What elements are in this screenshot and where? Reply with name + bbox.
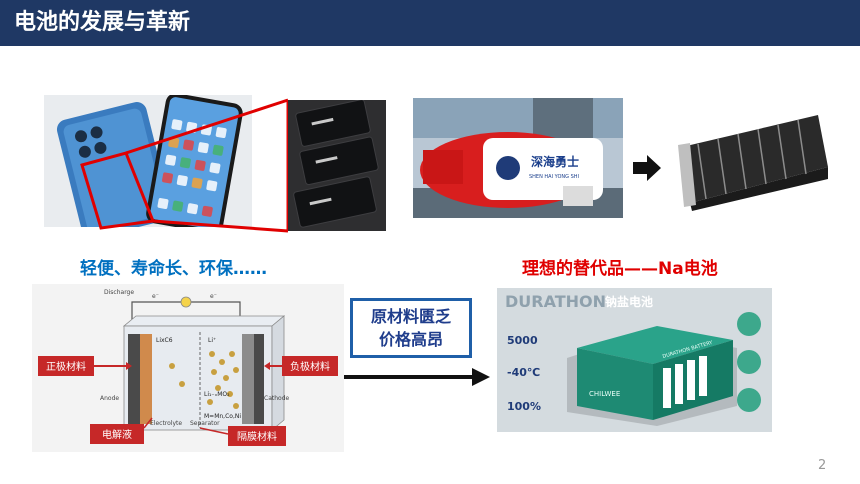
electron-right-label: e⁻: [210, 293, 217, 300]
submersible-image: 深海勇士 SHEN HAI YONG SHI: [413, 98, 623, 218]
discharge-label: Discharge: [104, 289, 134, 296]
electron-left-label: e⁻: [152, 293, 159, 300]
negative-material-label: 负极材料: [290, 360, 330, 373]
long-arrow-icon: [344, 368, 490, 386]
separator-label: Separator: [190, 420, 220, 427]
cost-line-2: 价格高昂: [378, 330, 443, 349]
title-bar: [0, 0, 860, 46]
advantages-caption: 轻便、寿命长、环保……: [80, 259, 267, 279]
separator-material-label: 隔膜材料: [237, 430, 277, 443]
cost-problem-box: 原材料匮乏 价格高昂: [350, 298, 472, 358]
electrolyte-label: Electrolyte: [150, 420, 182, 427]
lixc6-label: LixC6: [156, 337, 173, 344]
page-number: 2: [818, 458, 827, 473]
durathon-brand: DURATHON: [505, 292, 606, 311]
anode-label: Anode: [100, 395, 119, 402]
cathode-label: Cathode: [264, 395, 290, 402]
li-ion-label: Li⁺: [208, 337, 216, 344]
slide-title: 电池的发展与革新: [14, 10, 191, 35]
arrow-right-icon: [633, 155, 661, 181]
submersible-name: 深海勇士: [531, 154, 579, 169]
electrolyte-tag: [90, 424, 144, 444]
alternative-caption: 理想的替代品——Na电池: [522, 259, 718, 279]
positive-material-label: 正极材料: [46, 360, 86, 373]
separator-tag: [228, 426, 286, 446]
submersible-pinyin: SHEN HAI YONG SHI: [529, 174, 579, 180]
metal-formula-label: M=Mn,Co,Ni: [204, 413, 241, 420]
li-ion-diagram: Discharge e⁻ e⁻ LixC6 Li⁺ Li₁₋ₓMO₂ M=Mn,…: [32, 284, 344, 452]
durathon-logo: CHILWEE: [589, 390, 620, 398]
positive-material-tag: [38, 356, 94, 376]
battery-module-image: [668, 107, 838, 215]
bulb-icon: [180, 296, 192, 308]
smartphone-image: [44, 93, 252, 239]
durathon-battery-image: DURATHON 钠盐电池 5000 -40℃ 100% DURATHON BA…: [497, 288, 772, 432]
durathon-recycle: 100%: [507, 400, 541, 413]
cost-line-1: 原材料匮乏: [370, 307, 451, 326]
li-mo2-label: Li₁₋ₓMO₂: [204, 391, 230, 398]
durathon-product: 钠盐电池: [605, 294, 653, 309]
durathon-temp: -40℃: [507, 366, 540, 379]
negative-material-tag: [282, 356, 338, 376]
durathon-cycles: 5000: [507, 334, 538, 347]
electrolyte-material-label: 电解液: [102, 428, 132, 441]
phone-battery-image: [288, 99, 386, 231]
